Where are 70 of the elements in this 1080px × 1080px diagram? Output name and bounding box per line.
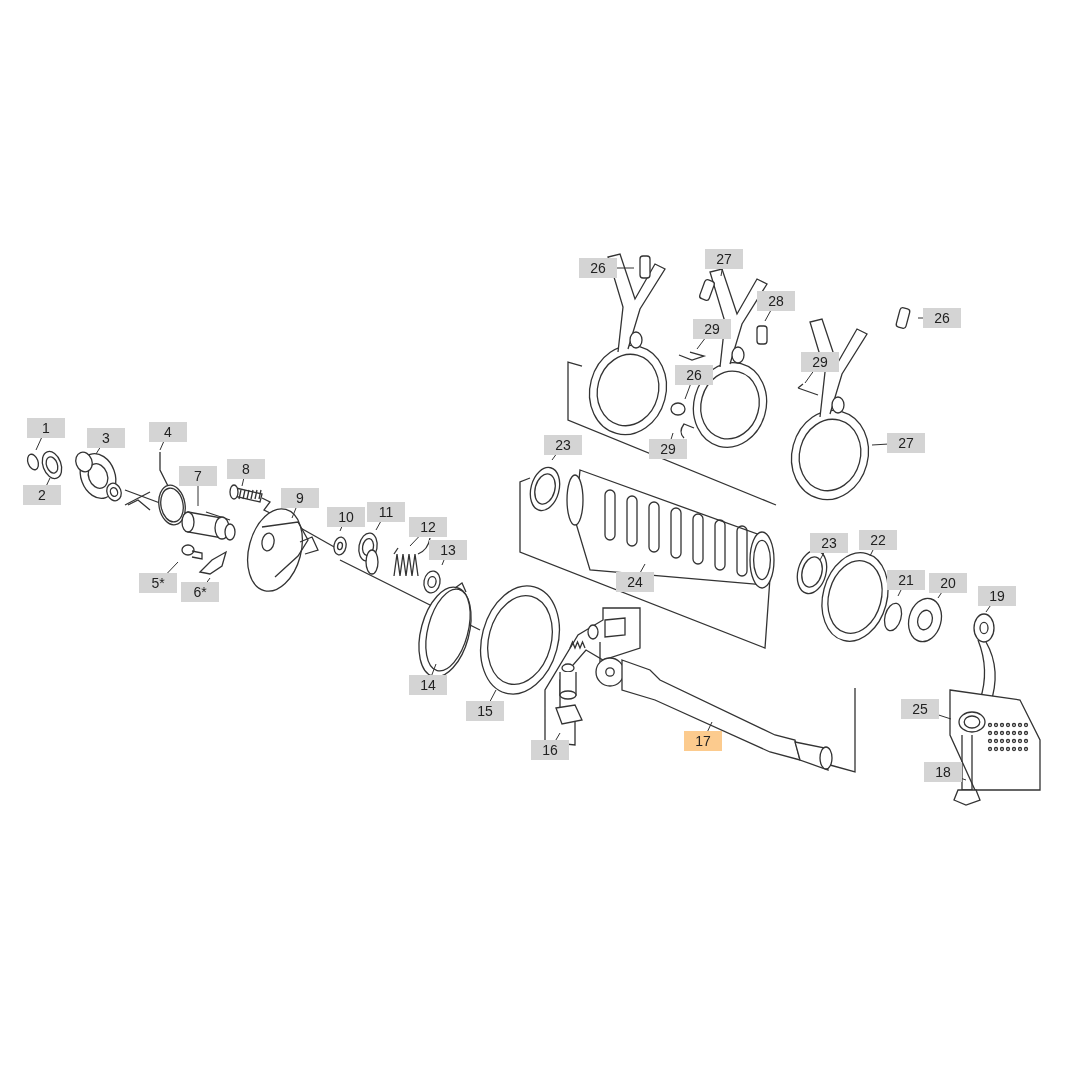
leader-line [696,338,705,350]
callout-number: 7 [179,466,217,486]
callout-number: 12 [409,517,447,537]
callout-number: 29 [649,439,687,459]
leader-line [197,485,199,507]
callout-number: 23 [810,533,848,553]
leader-line [555,732,561,741]
leader-line [819,552,825,561]
callout-number: 29 [801,352,839,372]
leader-line [409,536,420,547]
callout-number: 29 [693,319,731,339]
callout-number: 25 [901,699,939,719]
callout-number: 27 [887,433,925,453]
leader-line [46,477,51,486]
leader-line [431,663,437,676]
callout-number: 14 [409,675,447,695]
leader-line [206,577,211,583]
callout-number: 24 [616,572,654,592]
leader-line [985,605,991,613]
callout-number: 6* [181,582,219,602]
leader-line [339,526,343,532]
leader-line [938,714,952,720]
callout-number: 8 [227,459,265,479]
leader-line [95,447,101,455]
leader-line [961,778,967,781]
callout-number: 1 [27,418,65,438]
callout-number: 20 [929,573,967,593]
callout-number: 2 [23,485,61,505]
callout-number: 16 [531,740,569,760]
callout-number: 23 [544,435,582,455]
callout-number: 19 [978,586,1016,606]
leader-line [616,267,635,269]
callout-number: 26 [675,365,713,385]
callout-number: 21 [887,570,925,590]
leader-line [869,549,874,557]
leader-line [764,310,771,322]
callout-number: 22 [859,530,897,550]
leader-line [489,689,497,702]
callout-number: 26 [579,258,617,278]
leader-line [441,559,445,566]
leader-line [937,592,942,599]
callout-number: 3 [87,428,125,448]
leader-line [917,317,924,319]
callout-number: 26 [923,308,961,328]
callout-number: 10 [327,507,365,527]
leader-line [159,441,165,451]
leader-line [241,478,245,487]
leader-line [684,384,691,400]
leader-line [291,507,297,519]
callout-number: 15 [466,701,504,721]
leader-line [640,563,646,573]
leader-line [167,561,179,574]
callout-number: 4 [149,422,187,442]
callout-number: 17 [684,731,722,751]
callout-number: 5* [139,573,177,593]
callout-number: 11 [367,502,405,522]
callout-number: 18 [924,762,962,782]
leader-line [871,443,888,446]
leader-line [720,268,723,277]
leader-line [897,589,902,597]
leader-line [35,437,42,451]
leader-line [707,721,713,732]
leader-line [551,454,557,461]
leader-line [670,432,674,440]
callout-number: 27 [705,249,743,269]
leader-line [804,371,814,384]
leader-line [375,521,381,531]
callout-number: 13 [429,540,467,560]
callout-number: 28 [757,291,795,311]
callout-number: 9 [281,488,319,508]
